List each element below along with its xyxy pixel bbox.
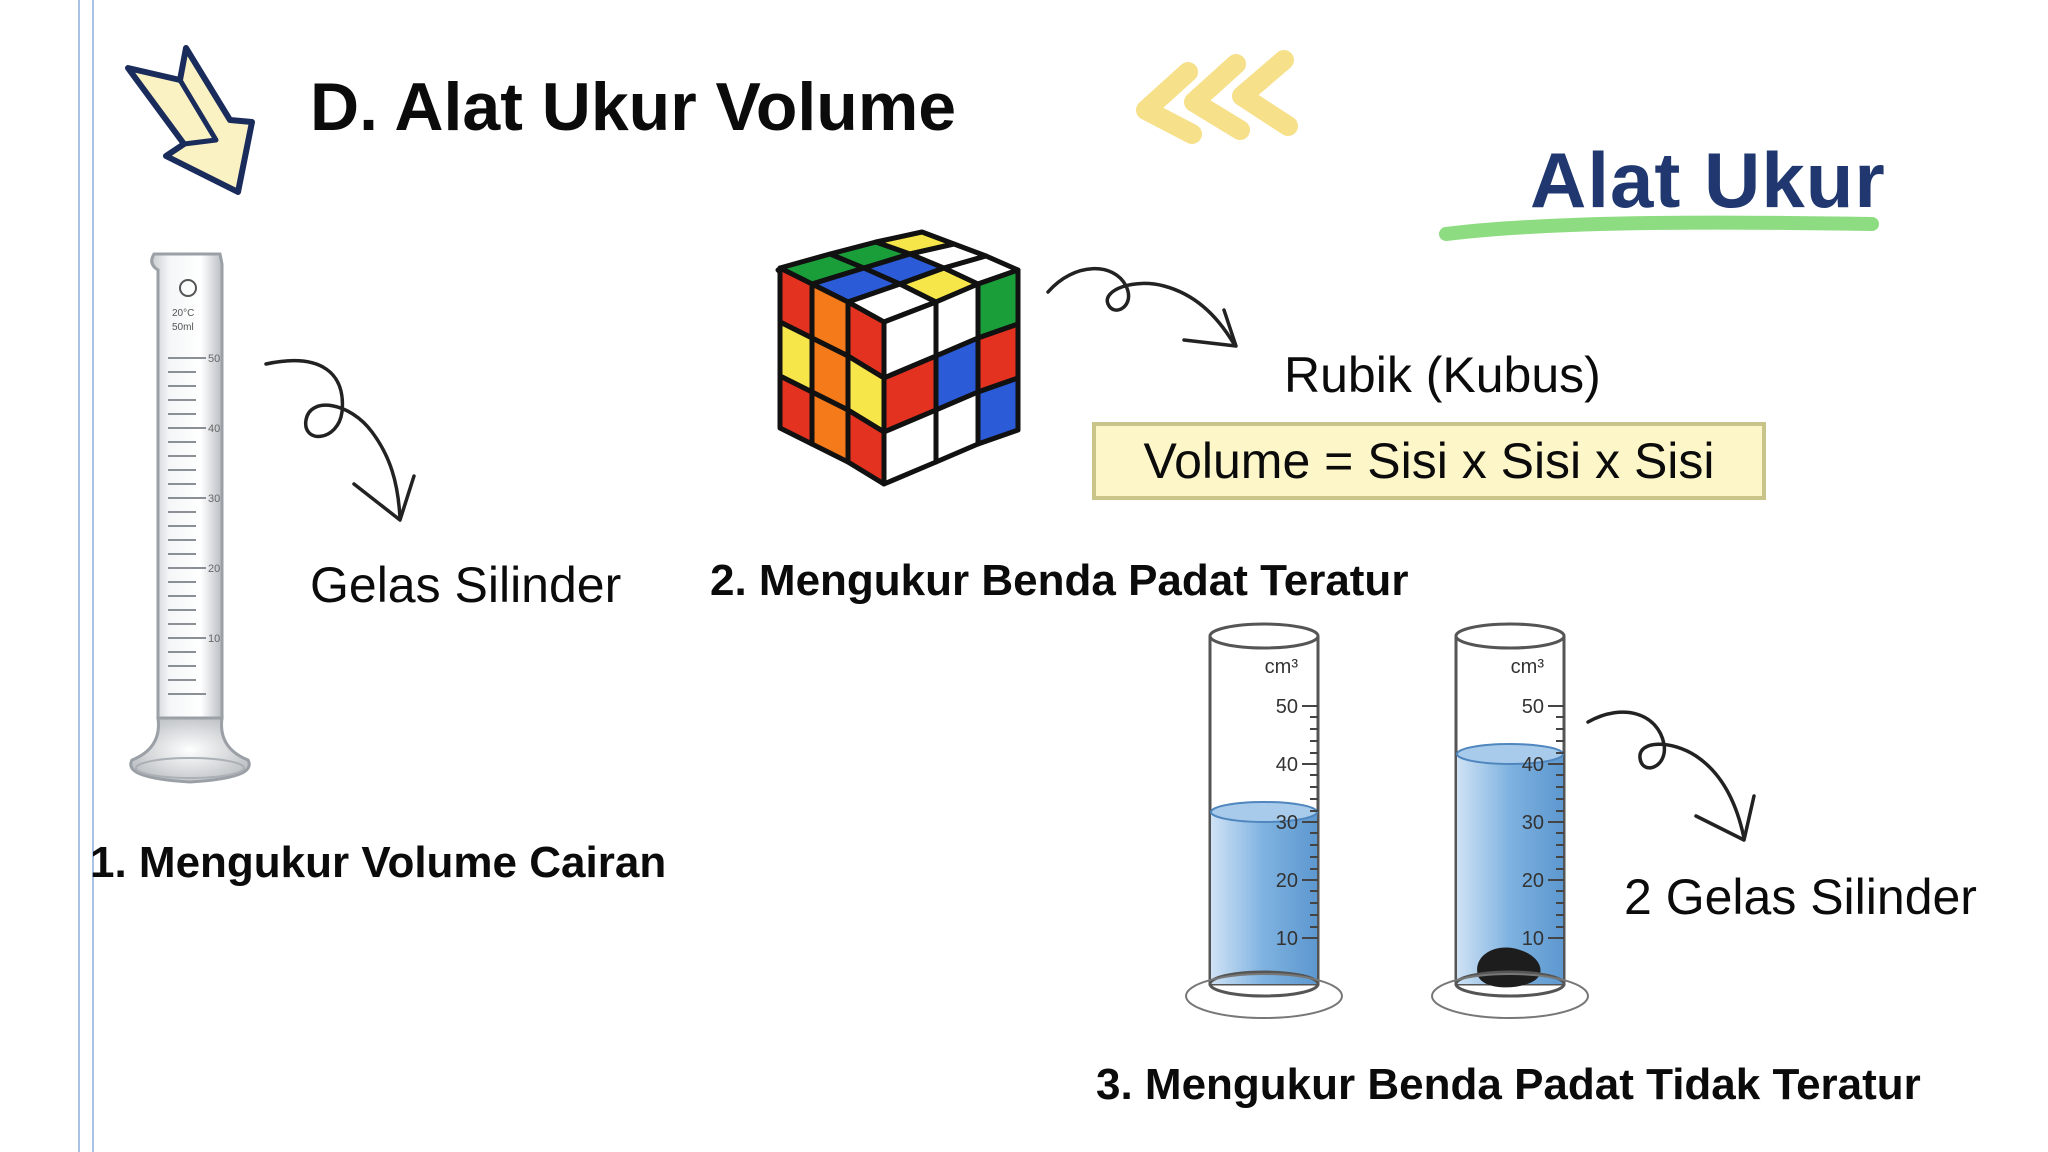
svg-text:10: 10 xyxy=(1522,928,1544,950)
arrow-down-right-icon xyxy=(125,45,255,195)
section-tag: Alat Ukur xyxy=(1530,136,1886,224)
section-2-heading: 2. Mengukur Benda Padat Teratur xyxy=(710,556,1409,605)
cylinder-water-stone: cm³ 50 40 30 20 10 xyxy=(1431,622,1589,1019)
svg-text:cm³: cm³ xyxy=(1265,656,1299,678)
curly-arrow-icon xyxy=(1586,710,1756,842)
chevrons-left-icon xyxy=(1136,50,1298,144)
svg-text:30: 30 xyxy=(1276,812,1298,834)
two-cylinders-label: 2 Gelas Silinder xyxy=(1624,869,1977,925)
graduated-cylinder-image: 20°C 50ml 50 40 30 20 10 xyxy=(129,252,251,784)
svg-text:20°C: 20°C xyxy=(172,308,194,319)
curly-arrow-icon xyxy=(1046,266,1238,348)
curly-arrow-icon xyxy=(264,359,416,522)
volume-formula-box: Volume = Sisi x Sisi x Sisi xyxy=(1092,422,1766,500)
section-3-heading: 3. Mengukur Benda Padat Tidak Teratur xyxy=(1096,1060,1921,1109)
ruled-lines xyxy=(92,0,2048,1152)
margin-line xyxy=(78,0,80,1152)
svg-text:40: 40 xyxy=(1522,754,1544,776)
gelas-silinder-label: Gelas Silinder xyxy=(310,557,622,613)
svg-text:cm³: cm³ xyxy=(1511,656,1545,678)
svg-text:40: 40 xyxy=(1276,754,1298,776)
green-underline xyxy=(1439,215,1879,241)
svg-text:20: 20 xyxy=(1276,870,1298,892)
svg-text:50: 50 xyxy=(1276,696,1298,718)
svg-text:10: 10 xyxy=(1276,928,1298,950)
svg-text:30: 30 xyxy=(208,493,220,505)
svg-text:50: 50 xyxy=(208,353,220,365)
rubik-cube-image xyxy=(775,229,1021,487)
cylinder-water-only: cm³ 50 40 30 20 10 xyxy=(1185,622,1343,1019)
volume-formula: Volume = Sisi x Sisi x Sisi xyxy=(1143,433,1715,489)
measuring-cylinders-image: cm³ 50 40 30 20 10 xyxy=(1185,622,1589,1019)
svg-text:30: 30 xyxy=(1522,812,1544,834)
svg-text:10: 10 xyxy=(208,633,220,645)
svg-text:20: 20 xyxy=(1522,870,1544,892)
section-1-heading: 1. Mengukur Volume Cairan xyxy=(90,838,667,887)
svg-text:50ml: 50ml xyxy=(172,322,194,333)
page-title: D. Alat Ukur Volume xyxy=(310,69,957,145)
svg-text:40: 40 xyxy=(208,423,220,435)
rubik-label: Rubik (Kubus) xyxy=(1284,347,1601,403)
svg-text:50: 50 xyxy=(1522,696,1544,718)
margin-line xyxy=(92,0,94,1152)
svg-text:20: 20 xyxy=(208,563,220,575)
